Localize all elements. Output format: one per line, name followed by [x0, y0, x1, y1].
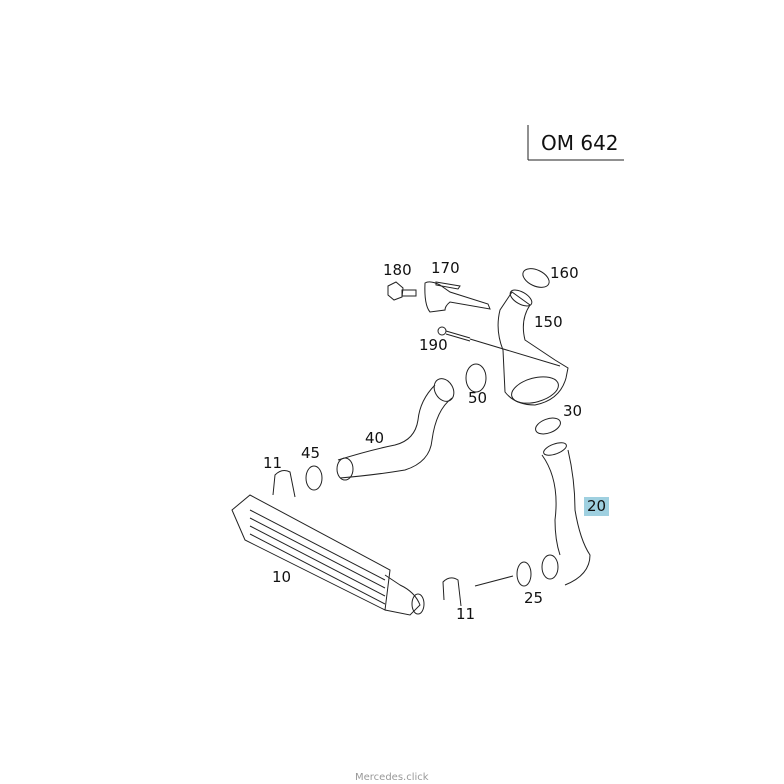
part-label-25[interactable]: 25: [524, 589, 544, 607]
part-11-clip-lower[interactable]: [442, 577, 462, 607]
part-40-hose[interactable]: [336, 375, 458, 481]
part-25-seal[interactable]: [516, 561, 532, 587]
part-180-bolt[interactable]: [387, 281, 417, 301]
part-50-seal[interactable]: [465, 363, 487, 393]
part-170-bracket[interactable]: [424, 281, 491, 313]
part-label-11-lower[interactable]: 11: [456, 605, 476, 623]
leader-line: [474, 575, 514, 587]
part-label-150[interactable]: 150: [534, 313, 563, 331]
part-label-10[interactable]: 10: [272, 568, 292, 586]
part-150-housing[interactable]: [497, 287, 569, 408]
part-11-clip-upper[interactable]: [272, 470, 296, 498]
part-label-190[interactable]: 190: [419, 336, 448, 354]
part-45-seal[interactable]: [305, 465, 323, 491]
title-frame: [527, 125, 624, 161]
part-label-180[interactable]: 180: [383, 261, 412, 279]
part-label-45[interactable]: 45: [301, 444, 321, 462]
part-label-160[interactable]: 160: [550, 264, 579, 282]
watermark-footer: Mercedes.click: [355, 772, 429, 783]
part-10-intercooler[interactable]: [231, 494, 425, 616]
part-label-170[interactable]: 170: [431, 259, 460, 277]
part-label-40[interactable]: 40: [365, 429, 385, 447]
part-30-seal[interactable]: [533, 415, 562, 437]
part-160-seal[interactable]: [520, 265, 552, 291]
part-190-screw[interactable]: [437, 326, 561, 367]
part-label-20-highlighted[interactable]: 20: [584, 497, 610, 516]
part-label-11-upper[interactable]: 11: [263, 454, 283, 472]
part-20-hose[interactable]: [541, 440, 591, 586]
part-label-50[interactable]: 50: [468, 389, 488, 407]
part-label-30[interactable]: 30: [563, 402, 583, 420]
engine-title: OM 642: [541, 131, 619, 155]
